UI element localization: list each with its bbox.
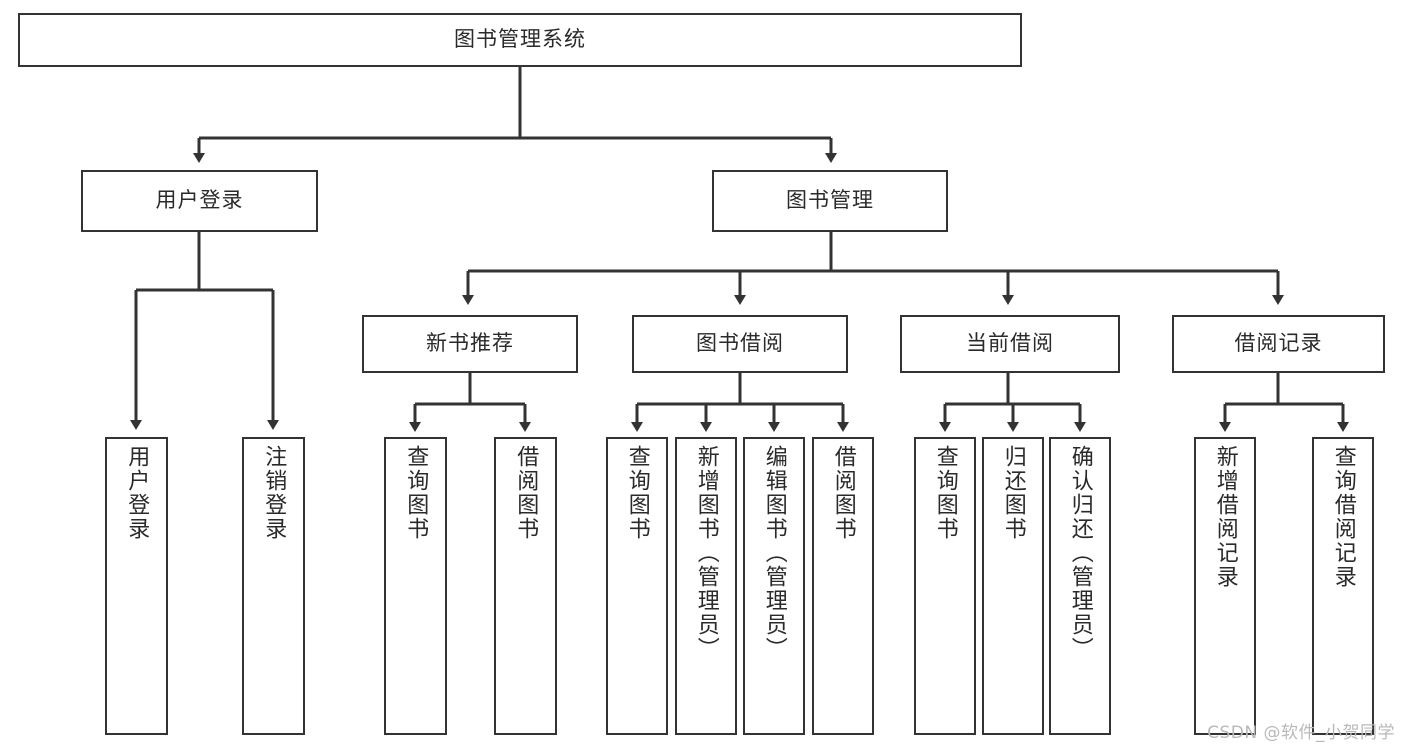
- node-user-login-label: 用户登录: [155, 188, 244, 213]
- node-new-book-recommend[interactable]: 新书推荐: [362, 315, 578, 373]
- leaf-add-book-label: 新增图书（管理员）: [693, 445, 719, 661]
- node-root[interactable]: 图书管理系统: [18, 13, 1022, 67]
- leaf-user-login-label: 用户登录: [124, 445, 150, 541]
- node-user-login[interactable]: 用户登录: [81, 170, 318, 232]
- leaf-add-record[interactable]: 新增借阅记录: [1194, 437, 1256, 735]
- node-current-borrow-label: 当前借阅: [966, 331, 1054, 356]
- leaf-add-book[interactable]: 新增图书（管理员）: [675, 437, 737, 735]
- leaf-borrow-book-2-label: 借阅图书: [830, 445, 856, 541]
- node-current-borrow[interactable]: 当前借阅: [900, 315, 1120, 373]
- leaf-query-record-label: 查询借阅记录: [1330, 445, 1356, 589]
- leaf-query-book-1-label: 查询图书: [403, 445, 429, 541]
- node-new-book-recommend-label: 新书推荐: [426, 331, 514, 356]
- leaf-confirm-return-label: 确认归还（管理员）: [1067, 445, 1093, 661]
- leaf-query-record[interactable]: 查询借阅记录: [1312, 437, 1374, 735]
- leaf-user-login[interactable]: 用户登录: [105, 437, 168, 735]
- leaf-edit-book-label: 编辑图书（管理员）: [761, 445, 787, 661]
- leaf-confirm-return[interactable]: 确认归还（管理员）: [1049, 437, 1111, 735]
- leaf-return-book-label: 归还图书: [1000, 445, 1026, 541]
- leaf-query-book-2-label: 查询图书: [624, 445, 650, 541]
- leaf-logout-login[interactable]: 注销登录: [242, 437, 305, 735]
- leaf-query-book-3[interactable]: 查询图书: [914, 437, 976, 735]
- leaf-edit-book[interactable]: 编辑图书（管理员）: [743, 437, 805, 735]
- node-book-borrow[interactable]: 图书借阅: [632, 315, 848, 373]
- node-borrow-record-label: 借阅记录: [1234, 331, 1323, 356]
- leaf-return-book[interactable]: 归还图书: [982, 437, 1044, 735]
- node-root-label: 图书管理系统: [454, 27, 586, 52]
- leaf-logout-login-label: 注销登录: [261, 445, 287, 541]
- leaf-borrow-book-1[interactable]: 借阅图书: [494, 437, 557, 735]
- leaf-query-book-2[interactable]: 查询图书: [606, 437, 668, 735]
- leaf-query-book-3-label: 查询图书: [932, 445, 958, 541]
- leaf-borrow-book-2[interactable]: 借阅图书: [812, 437, 874, 735]
- leaf-add-record-label: 新增借阅记录: [1212, 445, 1238, 589]
- node-book-manage-label: 图书管理: [786, 188, 874, 213]
- leaf-query-book-1[interactable]: 查询图书: [384, 437, 447, 735]
- node-book-manage[interactable]: 图书管理: [712, 170, 948, 232]
- node-book-borrow-label: 图书借阅: [696, 331, 784, 356]
- node-borrow-record[interactable]: 借阅记录: [1172, 315, 1385, 373]
- leaf-borrow-book-1-label: 借阅图书: [513, 445, 539, 541]
